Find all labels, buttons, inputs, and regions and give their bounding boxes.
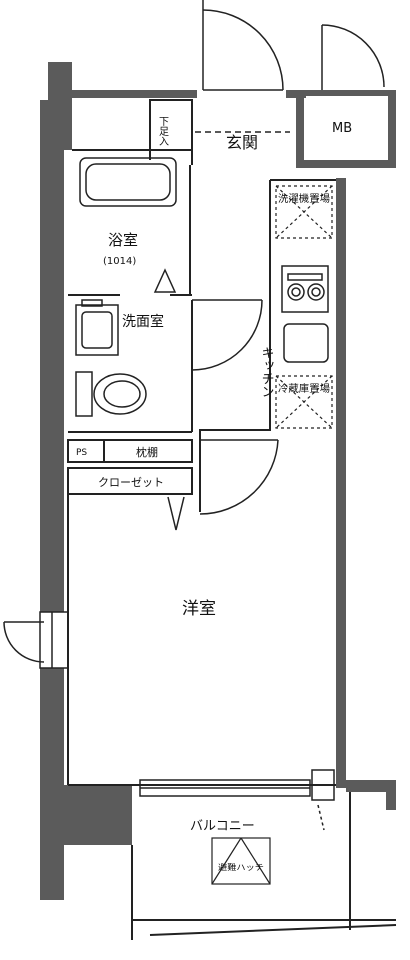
washroom-label: 洗面室	[122, 313, 164, 330]
sink	[283, 323, 329, 363]
washer-space-label: 洗濯機置場	[278, 192, 330, 205]
room-labels: 下足入 玄関 MB 浴室 (1014) 洗面室 キッチン 洗濯機置場 冷蔵庫置場…	[76, 116, 352, 872]
fridge-space-label: 冷蔵庫置場	[278, 382, 330, 395]
bathtub	[79, 157, 177, 207]
hatch-label: 避難ハッチ	[218, 862, 264, 872]
kitchen-label: キッチン	[259, 346, 274, 398]
balcony-window	[139, 769, 335, 831]
bath-size-label: (1014)	[103, 256, 136, 267]
genkan-label: 玄関	[226, 133, 258, 152]
fridge-space	[275, 375, 333, 429]
mb-label: MB	[332, 121, 352, 136]
stove	[281, 265, 329, 313]
washbasin	[75, 299, 119, 356]
evacuation-hatch	[211, 837, 271, 885]
bath-label: 浴室	[108, 231, 138, 249]
shelf-label: 枕棚	[136, 445, 158, 459]
toilet	[75, 371, 147, 417]
washer-space	[275, 185, 333, 239]
ps-label: PS	[76, 448, 87, 458]
western-room-label: 洋室	[182, 599, 216, 619]
closet-label: クローゼット	[98, 476, 164, 489]
doors	[3, 0, 385, 669]
balcony-label: バルコニー	[190, 819, 255, 834]
structural-walls	[40, 62, 396, 900]
getabako-label: 下足入	[157, 116, 169, 146]
